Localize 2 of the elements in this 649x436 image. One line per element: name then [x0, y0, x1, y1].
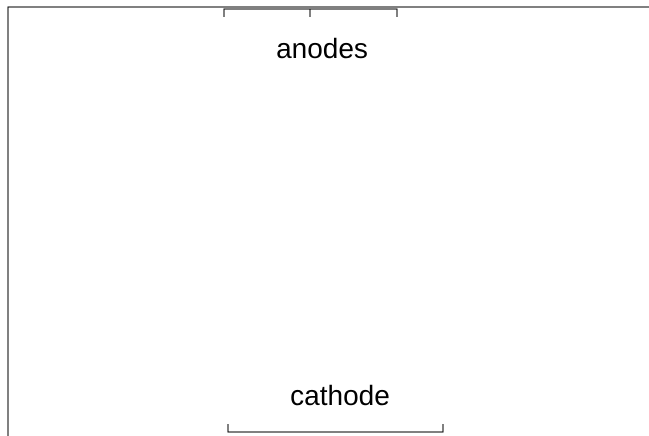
- part-label: anodes: [275, 32, 369, 66]
- part-label: cathode: [289, 379, 391, 413]
